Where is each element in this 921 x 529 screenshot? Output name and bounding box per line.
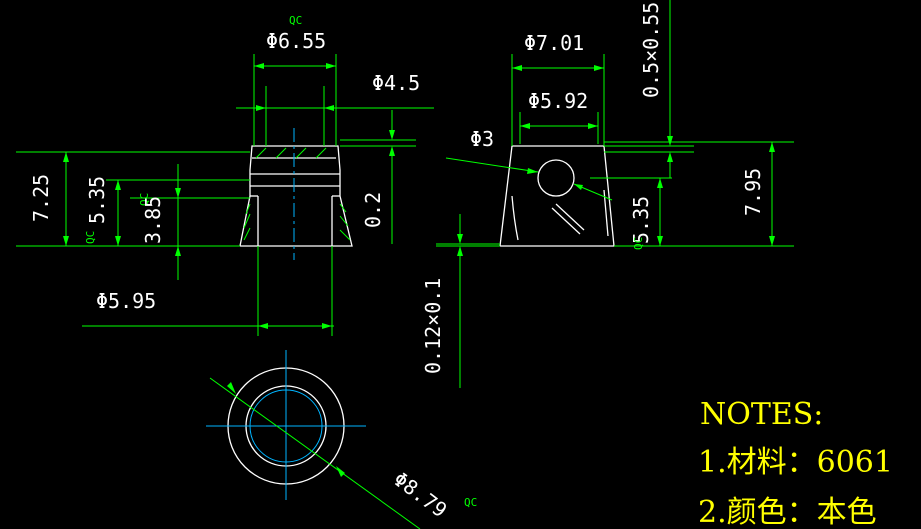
qc-tag: QC <box>84 231 97 244</box>
note-line-1: 1.材料：6061 <box>698 445 893 480</box>
dimension-h02: 0.2 <box>361 192 385 228</box>
dimension-d592: Φ5.92 <box>528 89 588 113</box>
section-hatch <box>243 147 351 241</box>
dimension-h535-right: 5.35 <box>629 196 653 244</box>
dimension-d655: Φ6.55 <box>266 29 326 53</box>
dimension-h05: 0.5×0.55 <box>639 2 663 98</box>
qc-tag: QC <box>464 496 477 509</box>
dimension-h012: 0.12×0.1 <box>421 278 445 374</box>
top-view-bottom: Φ8.79 QC <box>206 350 477 529</box>
dimension-h725: 7.25 <box>29 174 53 222</box>
dimension-d45: Φ4.5 <box>372 71 420 95</box>
notes-block: NOTES: 1.材料：6061 2.颜色：本色 <box>698 397 893 529</box>
dimension-d701: Φ7.01 <box>524 31 584 55</box>
qc-tag: QC <box>289 14 302 27</box>
qc-tag: QC <box>138 193 151 206</box>
dimension-d595: Φ5.95 <box>96 289 156 313</box>
notes-title: NOTES: <box>700 397 823 432</box>
dimension-h535-left: 5.35 <box>85 176 109 224</box>
dimension-d3: Φ3 <box>470 127 494 151</box>
elevation-view-right: Φ7.01 Φ5.92 Φ3 0.5×0.55 5.35 QC <box>421 0 794 388</box>
qc-tag: QC <box>632 237 645 250</box>
note-line-2: 2.颜色：本色 <box>698 495 877 529</box>
dimension-h795: 7.95 <box>741 168 765 216</box>
dimension-h385: 3.85 <box>141 196 165 244</box>
section-view-left: QC Φ6.55 Φ4.5 0.2 7.25 QC 5.35 <box>16 14 434 336</box>
